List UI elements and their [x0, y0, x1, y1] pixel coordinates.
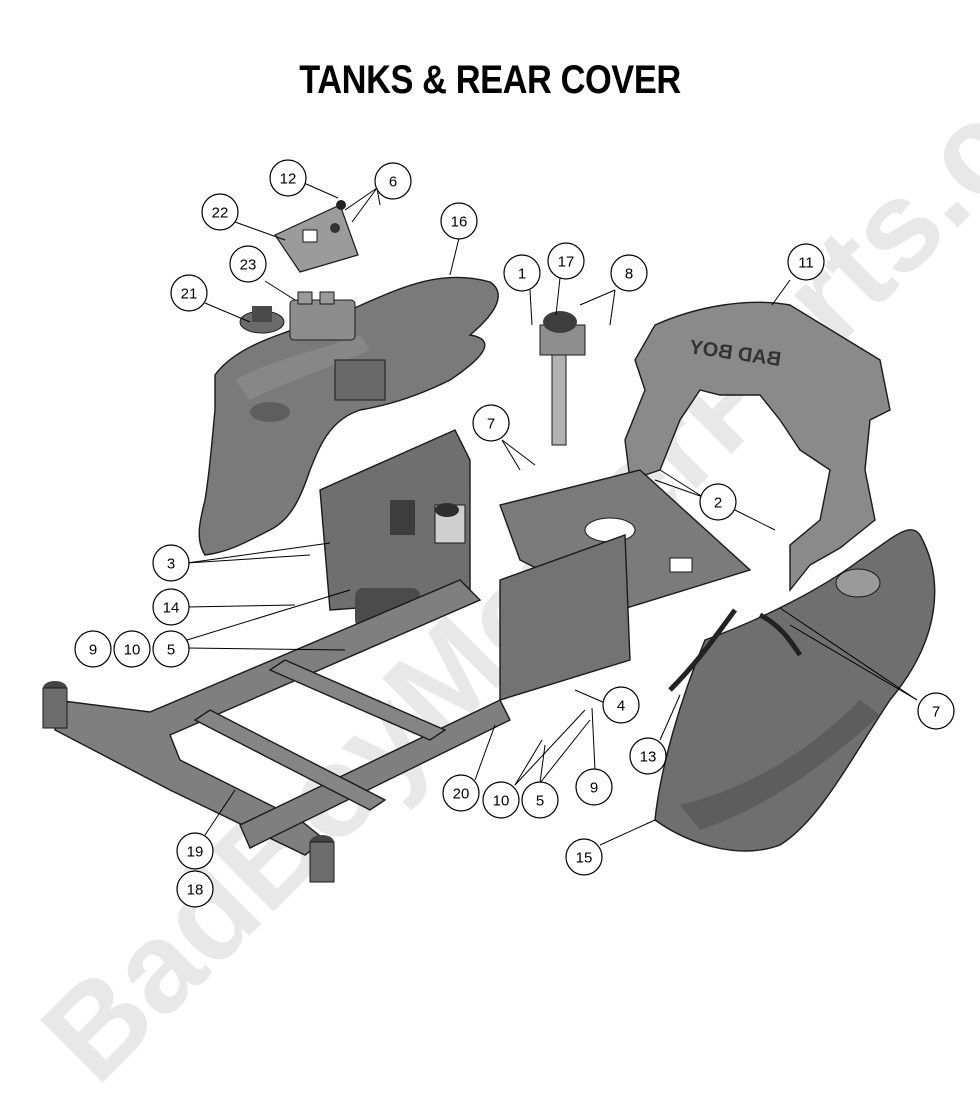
hydraulic-reservoir: [539, 311, 586, 446]
callout-9: 9: [74, 630, 112, 668]
callout-number: 20: [453, 786, 470, 803]
callout-4: 4: [602, 686, 640, 724]
callout-number: 11: [798, 255, 814, 272]
main-frame: [42, 579, 511, 883]
callout-circle: [602, 686, 640, 724]
callout-12: 12: [269, 159, 307, 197]
callout-19: 19: [176, 832, 214, 870]
callout-circle: [170, 274, 208, 312]
callout-circle: [547, 242, 585, 280]
callout-circle: [442, 774, 480, 812]
fuel-sender-assembly: [239, 200, 359, 341]
callout-5: 5: [521, 781, 559, 819]
callout-number: 5: [536, 793, 544, 810]
callout-circle: [152, 544, 190, 582]
callout-circle: [374, 162, 412, 200]
rear-cover: BAD BOY: [624, 301, 891, 592]
callout-14: 14: [152, 588, 190, 626]
callout-23: 23: [229, 245, 267, 283]
callout-circle: [787, 243, 825, 281]
callout-circle: [699, 483, 737, 521]
callout-circle: [176, 832, 214, 870]
callout-10: 10: [113, 630, 151, 668]
callout-21: 21: [170, 274, 208, 312]
callout-17: 17: [547, 242, 585, 280]
callout-number: 9: [590, 780, 598, 797]
callout-number: 16: [451, 214, 468, 231]
callout-circle: [113, 630, 151, 668]
callout-number: 6: [389, 174, 397, 191]
callout-circle: [521, 781, 559, 819]
callout-circle: [440, 202, 478, 240]
callout-number: 13: [640, 749, 657, 766]
left-fuel-tank: [198, 276, 499, 556]
callout-number: 15: [576, 850, 593, 867]
callout-circle: [917, 692, 955, 730]
callout-circle: [269, 159, 307, 197]
callout-6: 6: [374, 162, 412, 200]
callout-11: 11: [787, 243, 825, 281]
callout-7: 7: [917, 692, 955, 730]
seat-support-plate: [319, 429, 752, 701]
callout-number: 14: [163, 600, 180, 617]
callout-18: 18: [176, 870, 214, 908]
callout-circle: [575, 768, 613, 806]
leader-lines: [186, 182, 918, 846]
diagram-title: TANKS & REAR COVER: [299, 58, 681, 102]
callout-1: 1: [503, 254, 541, 292]
callout-9: 9: [575, 768, 613, 806]
callout-number: 1: [518, 266, 526, 283]
callout-number: 12: [280, 171, 297, 188]
callout-number: 17: [558, 254, 575, 271]
callout-number: 21: [181, 286, 198, 303]
callout-number: 19: [187, 844, 204, 861]
callout-number: 2: [714, 495, 722, 512]
callout-number: 5: [167, 642, 175, 659]
callout-7: 7: [472, 404, 510, 442]
callout-circle: [201, 193, 239, 231]
callout-circle: [482, 781, 520, 819]
right-fuel-tank: [654, 529, 936, 852]
callout-circle: [152, 588, 190, 626]
callout-number: 7: [487, 416, 495, 433]
callout-number: 4: [617, 698, 625, 715]
callout-circle: [629, 737, 667, 775]
callout-circle: [74, 630, 112, 668]
callout-number: 18: [187, 882, 204, 899]
callout-circle: [503, 254, 541, 292]
callout-13: 13: [629, 737, 667, 775]
callout-2: 2: [699, 483, 737, 521]
callout-number: 7: [932, 704, 940, 721]
callout-20: 20: [442, 774, 480, 812]
callout-number: 10: [124, 642, 141, 659]
callout-number: 22: [212, 205, 229, 222]
callout-number: 10: [493, 793, 510, 810]
exploded-view-drawing: BAD BOY: [42, 159, 955, 908]
callout-3: 3: [152, 544, 190, 582]
callout-number: 3: [167, 556, 175, 573]
callout-circle: [565, 838, 603, 876]
callout-15: 15: [565, 838, 603, 876]
callout-circle: [152, 630, 190, 668]
callout-circle: [472, 404, 510, 442]
callout-8: 8: [610, 254, 648, 292]
callout-10: 10: [482, 781, 520, 819]
callout-22: 22: [201, 193, 239, 231]
callout-number: 9: [89, 642, 97, 659]
callout-5: 5: [152, 630, 190, 668]
callout-circle: [229, 245, 267, 283]
parts-diagram: BadBoyMowerParts.com TANKS & REAR COVER: [15, 0, 980, 1108]
callout-number: 8: [625, 266, 633, 283]
callout-circle: [610, 254, 648, 292]
callout-16: 16: [440, 202, 478, 240]
callout-circle: [176, 870, 214, 908]
callout-number: 23: [240, 257, 257, 274]
